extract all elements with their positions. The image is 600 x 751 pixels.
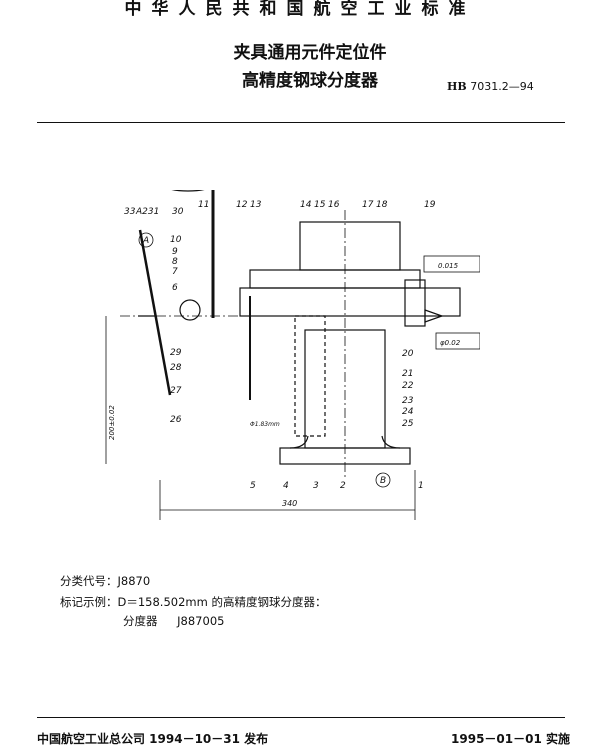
standard-number-value: 7031.2—94 [470,80,534,93]
parallelism-frame [423,255,480,273]
label-9: 9 [172,247,178,257]
marking-result-code: J887005 [177,614,225,628]
top-rule [37,122,565,123]
technical-drawing: 33 A231 30 11 12 13 14 15 16 17 18 19 10… [105,190,480,520]
datum-a-circle [138,232,154,248]
diameter-note: Φ1.83mm [250,421,280,428]
label-28: 28 [170,363,182,373]
width-dimension: 340 [282,499,297,508]
label-a231: A231 [135,207,159,217]
housing [249,269,421,289]
label-1: 1 [418,481,424,491]
label-15: 15 [314,200,326,210]
label-8: 8 [172,257,178,267]
label-14: 14 [300,200,312,210]
position-value: φ0.02 [440,339,461,347]
standard-header: 中华人民共和国航空工业标准 [124,0,476,19]
label-20: 20 [402,349,414,359]
implementation-date: 1995－01－01 实施 [451,732,570,746]
label-4: 4 [283,481,289,491]
label-6: 6 [172,283,178,293]
parallelism-value: 0.015 [438,262,459,270]
datum-b-label: B [380,476,386,486]
label-27: 27 [170,386,182,396]
classification-code: 分类代号：J8870 [60,574,151,588]
document-title-line2: 高精度钢球分度器 [242,71,378,91]
marking-result: 分度器 J887005 [123,613,240,629]
height-dimension: 200±0.02 [108,405,116,440]
label-23: 23 [402,396,414,406]
standard-prefix: HB [447,80,467,93]
label-10: 10 [170,235,182,245]
datum-b-circle [375,472,391,488]
column-fillets [289,435,401,449]
label-11: 11 [198,200,209,210]
label-7: 7 [172,267,178,277]
label-26: 26 [170,415,182,425]
position-frame [435,332,480,350]
label-18: 18 [376,200,388,210]
marking-example: 标记示例：D＝158.502mm 的高精度钢球分度器： [60,595,327,609]
label-22: 22 [402,381,414,391]
document-title-line1: 夹具通用元件定位件 [233,43,387,63]
locking-hub [179,299,201,321]
label-25: 25 [402,419,414,429]
index-table [239,287,461,317]
datum-a-label: A [142,236,149,246]
marking-result-name: 分度器 [123,614,158,628]
label-16: 16 [328,200,340,210]
issue-statement: 中国航空工业总公司 1994－10－31 发布 [37,732,269,746]
label-21: 21 [402,369,413,379]
label-2: 2 [340,481,346,491]
end-clamp [404,279,426,327]
label-33: 33 [124,207,136,217]
label-12: 12 [236,200,248,210]
label-19: 19 [424,200,436,210]
label-29: 29 [170,348,182,358]
label-3: 3 [313,481,319,491]
label-13: 13 [250,200,262,210]
label-17: 17 [362,200,374,210]
label-5: 5 [250,481,256,491]
hidden-shaft [294,315,326,437]
center-tip [424,309,444,323]
locking-lever [138,229,172,396]
handle-knob [171,190,205,192]
index-head [299,221,401,271]
bottom-rule [37,717,565,718]
label-30: 30 [172,207,184,217]
label-24: 24 [402,407,414,417]
standard-number: HB 7031.2—94 [447,80,534,93]
